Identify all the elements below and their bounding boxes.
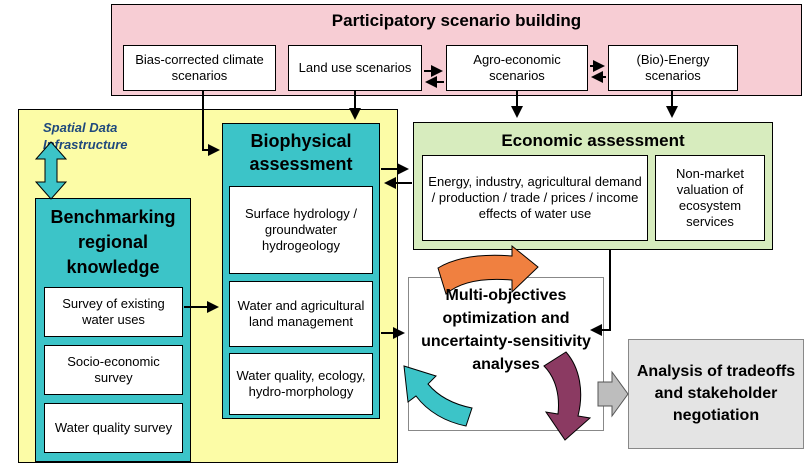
water-quality-survey-box: Water quality survey bbox=[44, 403, 183, 453]
biophysical-title: Biophysical assessment bbox=[249, 131, 353, 174]
optimization-label: Multi-objectives optimization and uncert… bbox=[421, 287, 591, 373]
bio-energy-scenarios-box: (Bio)-Energy scenarios bbox=[608, 45, 738, 91]
land-use-scenarios-box: Land use scenarios bbox=[288, 45, 422, 91]
right-arrow-icon bbox=[597, 370, 629, 418]
water-land-management-box: Water and agricultural land management bbox=[229, 281, 373, 347]
socio-economic-survey-box: Socio-economic survey bbox=[44, 345, 183, 395]
arrow-economic-to-optimization bbox=[590, 250, 611, 336]
cycle-orange-arrow bbox=[437, 244, 539, 295]
water-quality-ecology-box: Water quality, ecology, hydro-morphology bbox=[229, 353, 373, 415]
participatory-title: Participatory scenario building bbox=[331, 11, 582, 30]
economic-title: Economic assessment bbox=[501, 131, 685, 150]
arrow-climate-to-biophysical bbox=[202, 91, 220, 156]
surface-hydrology-box: Surface hydrology / groundwater hydrogeo… bbox=[229, 186, 373, 274]
sdi-label: Spatial Data Infrastructure bbox=[43, 120, 128, 152]
double-arrow-icon bbox=[34, 141, 68, 200]
energy-industry-box: Energy, industry, agricultural demand / … bbox=[422, 155, 648, 241]
benchmarking-title: Benchmarking regional knowledge bbox=[50, 207, 176, 277]
cycle-teal-arrow bbox=[403, 365, 473, 427]
refresh-cycle-icon bbox=[403, 244, 592, 441]
cycle-purple-arrow bbox=[543, 351, 592, 441]
agro-economic-scenarios-box: Agro-economic scenarios bbox=[446, 45, 588, 91]
survey-water-uses-box: Survey of existing water uses bbox=[44, 287, 183, 337]
climate-scenarios-box: Bias-corrected climate scenarios bbox=[123, 45, 276, 91]
non-market-valuation-box: Non-market valuation of ecosystem servic… bbox=[655, 155, 765, 241]
tradeoffs-box: Analysis of tradeoffs and stakeholder ne… bbox=[628, 339, 804, 449]
